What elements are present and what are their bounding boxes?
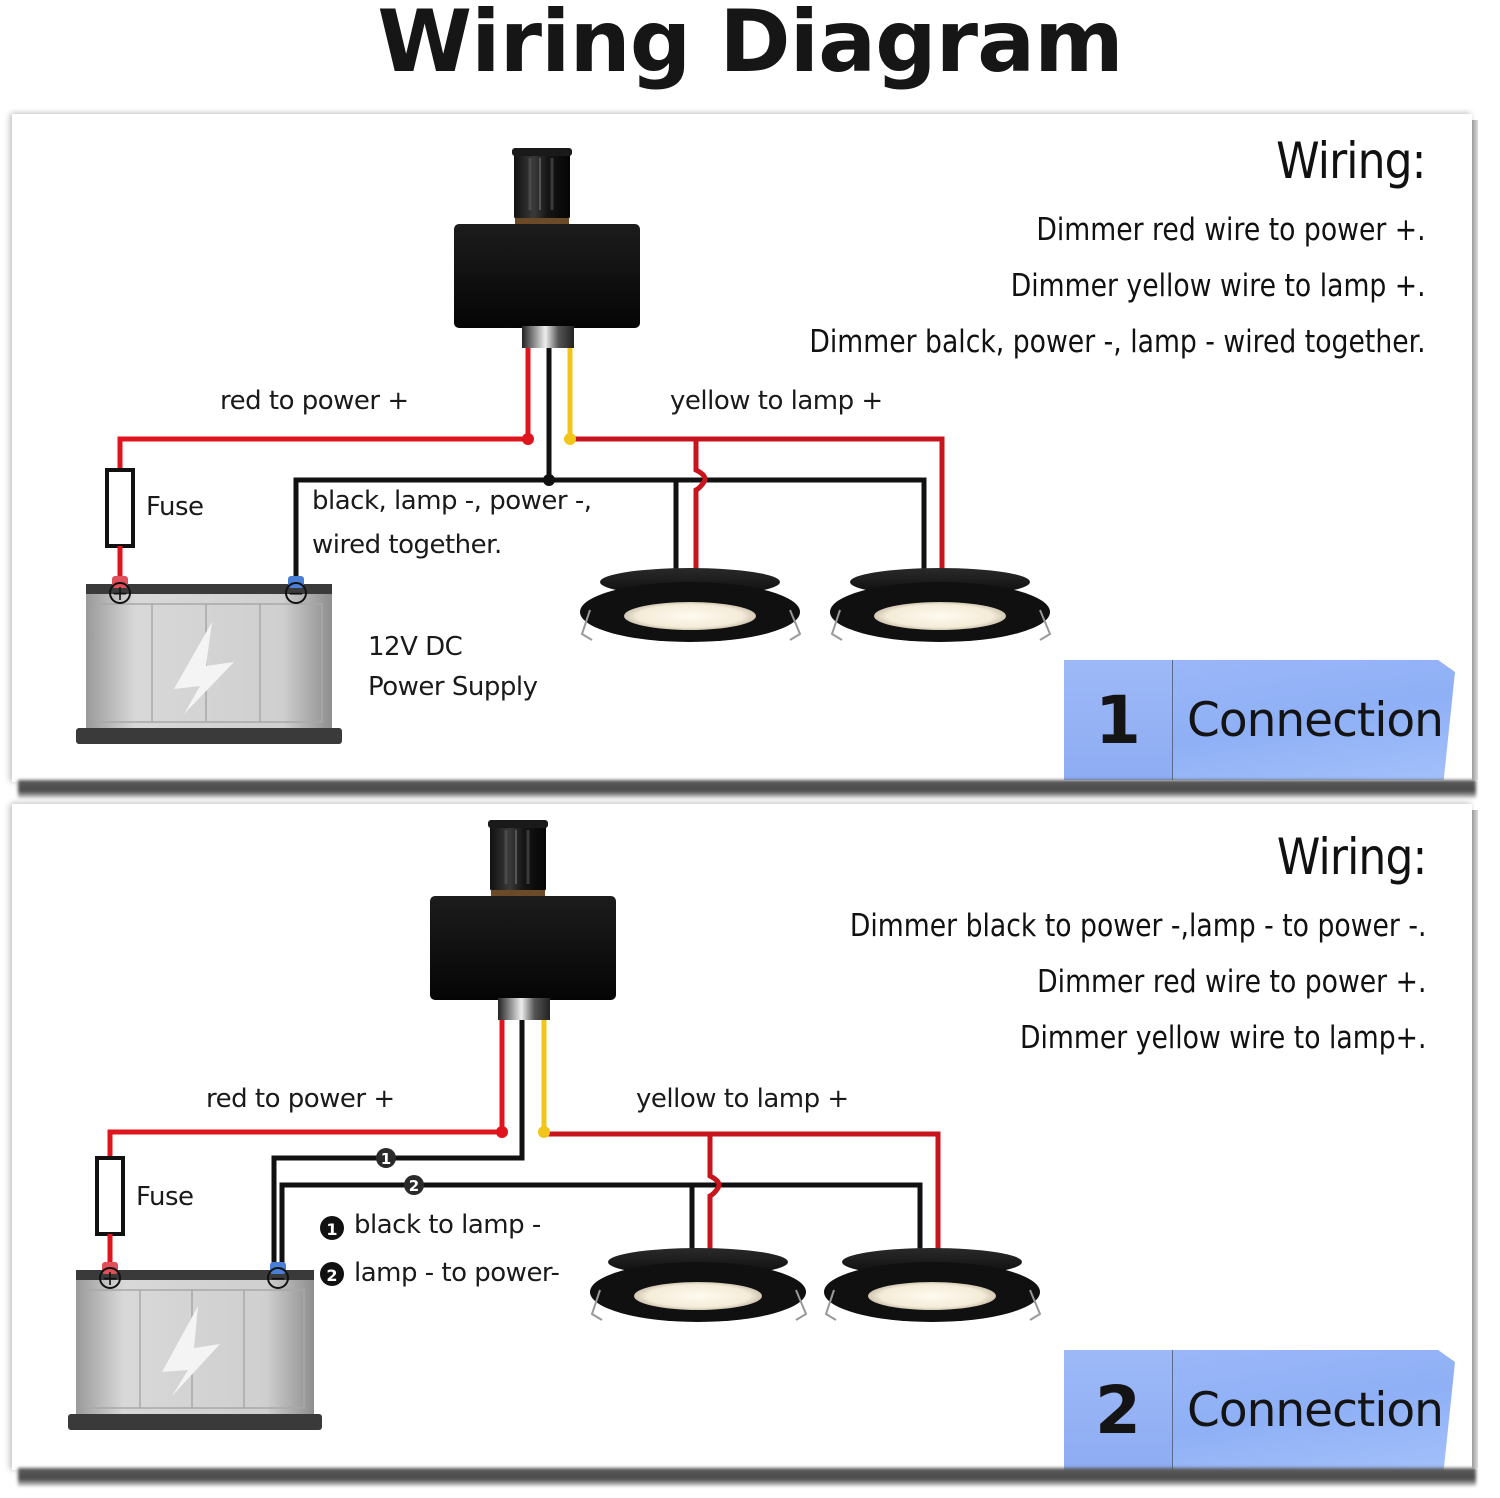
wiring-instruction: Dimmer balck, power -, lamp - wired toge…: [809, 324, 1426, 360]
dimmer-collar: [498, 998, 550, 1020]
label-red-to-power: red to power +: [206, 1084, 395, 1114]
lamp-positive-lamp-1-crossover: [693, 439, 708, 574]
label-yellow-to-lamp: yellow to lamp +: [636, 1084, 849, 1114]
yellow-wire-joint: [538, 1126, 550, 1138]
label-fuse: Fuse: [136, 1182, 194, 1212]
wiring-instruction: Dimmer yellow wire to lamp +.: [1011, 268, 1426, 304]
note-marker-1-number: 1: [326, 1220, 337, 1239]
marker-1-number: 1: [381, 1150, 391, 1168]
wiring-instructions-2: Wiring: Dimmer black to power -,lamp - t…: [756, 828, 1426, 1066]
dimmer-body: [454, 224, 640, 328]
marker-2: [404, 1175, 424, 1195]
wiring-instruction: Dimmer black to power -,lamp - to power …: [849, 908, 1426, 944]
dimmer-switch: [454, 148, 640, 348]
label-red-to-power: red to power +: [220, 386, 409, 416]
lightning-bolt-icon: [174, 622, 234, 714]
marker-1: [376, 1148, 396, 1168]
page-title: Wiring Diagram: [377, 0, 1123, 92]
connection-label: Connection: [1173, 660, 1455, 780]
black-wire: [293, 348, 552, 584]
lamp-positive-bus: [544, 1131, 941, 1254]
note-marker-2: [320, 1262, 344, 1286]
lamp-1: [590, 1248, 808, 1322]
fuse: [95, 1156, 125, 1236]
wiring-instruction: Dimmer yellow wire to lamp+.: [1019, 1020, 1426, 1056]
connection-number: 2: [1064, 1350, 1173, 1470]
battery-negative-terminal: [285, 582, 307, 604]
panel-2-edge-shadow: [1472, 810, 1478, 1468]
red-wire: [107, 1020, 505, 1158]
panel-1-edge-shadow: [1472, 120, 1478, 780]
battery-12v: + −: [76, 576, 342, 744]
label-note-2: lamp - to power-: [354, 1258, 560, 1288]
connection-panel-1: + − red to power + yellow to lamp + Fuse…: [12, 114, 1472, 782]
connection-label: Connection: [1173, 1350, 1455, 1470]
panel-2-shadow: [18, 1468, 1476, 1486]
note-marker-2-number: 2: [326, 1266, 337, 1285]
wiring-heading: Wiring:: [1276, 132, 1426, 190]
wiring-heading: Wiring:: [1276, 828, 1426, 886]
fuse: [105, 468, 135, 548]
battery-12v: + −: [68, 1262, 322, 1430]
lamp-2: [824, 1248, 1042, 1322]
dimmer-collar: [522, 326, 574, 348]
plus-icon: +: [102, 1266, 119, 1290]
label-power-supply: Power Supply: [368, 672, 538, 702]
connection-badge-1: 1 Connection: [1064, 660, 1458, 780]
lightning-bolt-icon: [162, 1306, 220, 1396]
label-supply-voltage: 12V DC: [368, 632, 463, 662]
lamp-1: [580, 568, 802, 642]
yellow-wire-joint: [564, 433, 576, 445]
label-note-1: black to lamp -: [354, 1210, 541, 1240]
battery-positive-terminal: [109, 582, 131, 604]
wiring-instruction: Dimmer red wire to power +.: [1036, 964, 1426, 1000]
dimmer-body: [430, 896, 616, 1000]
label-fuse: Fuse: [146, 492, 204, 522]
lamp-positive-lamp-1-crossover: [707, 1134, 722, 1254]
note-marker-1: [320, 1216, 344, 1240]
battery-positive-terminal: [99, 1267, 121, 1289]
black-wire-1: [271, 1020, 525, 1270]
wiring-instructions-1: Wiring: Dimmer red wire to power +. Dimm…: [709, 132, 1427, 370]
connection-panel-2: 1 2 + −: [12, 804, 1472, 1470]
wiring-instruction: Dimmer red wire to power +.: [1036, 212, 1426, 248]
connection-number: 1: [1064, 660, 1173, 780]
label-black-line-2: wired together.: [312, 530, 502, 560]
red-wire-joint: [522, 433, 534, 445]
dimmer-switch: [430, 820, 616, 1020]
panel-1-shadow: [18, 780, 1476, 798]
red-wire: [117, 348, 531, 470]
wiring-diagram-1: + −: [76, 148, 1052, 744]
marker-2-number: 2: [409, 1177, 419, 1195]
label-black-line-1: black, lamp -, power -,: [312, 486, 592, 516]
dimmer-knob: [490, 822, 546, 892]
black-wire-2: [279, 1182, 923, 1270]
battery-negative-terminal: [267, 1267, 289, 1289]
lamp-positive-bus: [570, 436, 945, 574]
red-wire-joint: [496, 1126, 508, 1138]
minus-icon: −: [288, 581, 305, 605]
minus-icon: −: [270, 1266, 287, 1290]
label-yellow-to-lamp: yellow to lamp +: [670, 386, 883, 416]
plus-icon: +: [112, 581, 129, 605]
lamp-2: [830, 568, 1052, 642]
wiring-diagram-2: 1 2 + −: [68, 820, 1042, 1430]
connection-badge-2: 2 Connection: [1064, 1350, 1458, 1470]
dimmer-knob: [514, 150, 570, 220]
black-wire-lamp-bus: [549, 477, 927, 574]
